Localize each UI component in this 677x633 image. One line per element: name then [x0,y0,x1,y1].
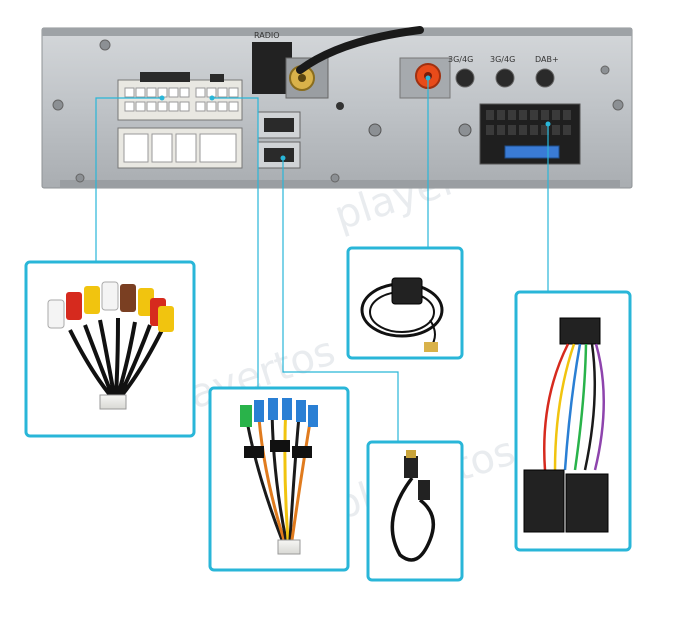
leader-lines [95,78,549,442]
usb-plug-b [418,480,430,500]
dab-label: DAB+ [535,55,559,64]
power-harness-panel [208,386,350,572]
port-dab [535,68,555,88]
leader-usb [282,158,399,442]
rca-plugs [47,281,174,332]
head-unit-back-panel: RADIO 3G/4G 3G/4G DAB+ [41,26,633,189]
iso-plug-left [523,469,565,533]
harness-connector-upper [117,72,243,121]
iso-plug-right [565,473,609,533]
port-3g4g [495,68,515,88]
screw-icon [612,99,624,111]
rca-cable-panel [24,260,196,438]
leader-rca [95,97,162,262]
rca-connector [99,394,127,410]
usb-cable-panel [366,440,464,582]
leader-dots [159,75,551,161]
mic-hole [336,102,344,110]
screw-icon [458,123,472,137]
cable [296,26,424,74]
gps-antenna-panel [346,246,464,360]
leader-power [212,97,259,388]
screw-icon [600,65,610,75]
iso-socket [479,103,581,165]
screw-icon [52,99,64,111]
harness-connector [277,539,301,555]
gps-connector [424,342,438,352]
gps-antenna-module [391,277,423,305]
iso-harness-panel [514,290,632,552]
harness-tags [240,398,318,458]
radio-antenna-port: RADIO [252,31,329,99]
screw-icon [368,123,382,137]
harness-connector-lower [117,127,243,169]
iso-wires [543,343,605,471]
screw-icon [330,173,340,183]
screw-icon [75,173,85,183]
port-a-label: 3G/4G [448,55,473,64]
iso-plug-top [559,317,601,345]
radio-label: RADIO [254,31,280,40]
screw-icon [99,39,111,51]
port-b-label: 3G/4G [490,55,515,64]
usb-plug-a [404,456,418,478]
